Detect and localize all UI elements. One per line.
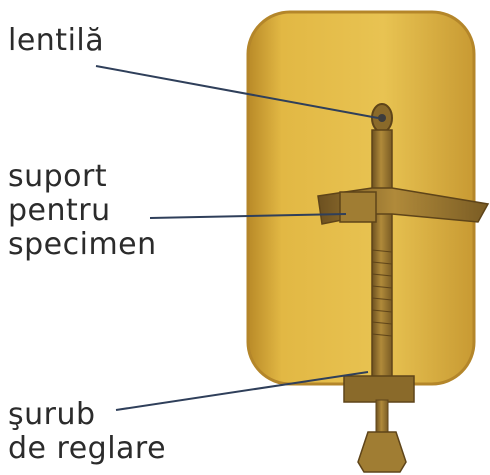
label-specimen-holder-line3: specimen xyxy=(8,228,157,262)
lens xyxy=(378,114,386,122)
label-specimen-holder-line1: suport xyxy=(8,160,107,194)
label-adjustment-screw-line1: şurub xyxy=(8,398,96,432)
label-specimen-holder-line2: pentru xyxy=(8,194,111,228)
adjustment-screw-knob xyxy=(358,432,406,472)
label-adjustment-screw-line2: de reglare xyxy=(8,432,166,466)
adjustment-screw-stem xyxy=(376,400,388,434)
leader-line-adjustment-screw xyxy=(116,372,368,410)
specimen-rod xyxy=(372,130,392,380)
specimen-holder-block xyxy=(340,192,376,222)
lower-block xyxy=(344,376,414,402)
label-lens: lentilă xyxy=(8,24,104,58)
